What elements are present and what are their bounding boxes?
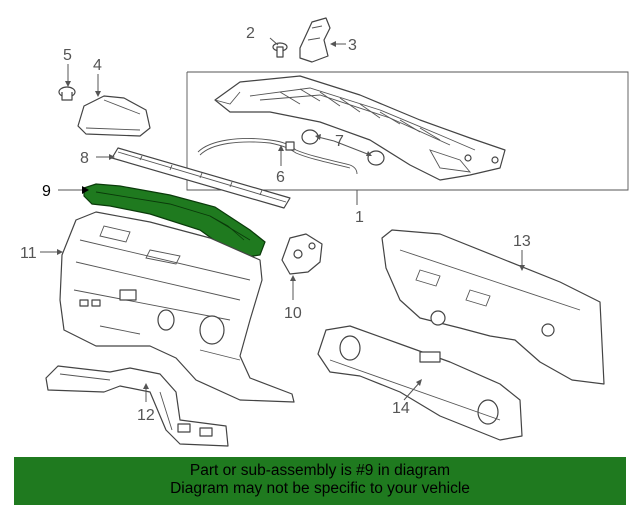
- banner-line-1: Part or sub-assembly is #9 in diagram: [189, 462, 451, 479]
- callout-10: 10: [284, 305, 302, 322]
- callout-3: 3: [348, 37, 357, 54]
- cowl-assembly-box: [186, 71, 629, 205]
- callout-13: 13: [513, 233, 531, 250]
- callout-6: 6: [276, 169, 285, 186]
- part-11-dash-panel[interactable]: [59, 211, 295, 403]
- callout-14: 14: [392, 400, 410, 417]
- callout-1: 1: [355, 209, 364, 226]
- banner-line-2: Diagram may not be specific to your vehi…: [170, 480, 470, 497]
- part-6-washer-hose[interactable]: [197, 138, 358, 175]
- callout-5: 5: [63, 47, 72, 64]
- part-1-cowl-panel[interactable]: [214, 75, 506, 181]
- info-banner: Part or sub-assembly is #9 in diagram Di…: [14, 457, 626, 505]
- part-10-bracket[interactable]: [281, 233, 323, 275]
- leader-lines: [40, 37, 525, 402]
- callout-8: 8: [80, 150, 89, 167]
- callout-4: 4: [93, 57, 102, 74]
- part-7-washer-nozzles[interactable]: [301, 129, 385, 166]
- part-8-seal[interactable]: [111, 147, 291, 209]
- callout-labels: 1 2 3 4 5 6 7 8 9 10 11 12 13 14: [20, 25, 531, 424]
- part-2-clip[interactable]: [272, 42, 288, 58]
- part-4-cover[interactable]: [77, 95, 151, 137]
- callout-7: 7: [335, 133, 344, 150]
- part-13-insulator[interactable]: [381, 229, 605, 385]
- callout-11: 11: [20, 245, 37, 262]
- part-3-bracket[interactable]: [299, 17, 331, 63]
- part-5-clip[interactable]: [58, 86, 76, 101]
- parts-diagram: 1 2 3 4 5 6 7 8 9 10 11 12 13 14: [20, 17, 629, 447]
- part-12-lower-bar[interactable]: [45, 365, 229, 447]
- callout-9: 9: [42, 183, 51, 200]
- callout-2: 2: [246, 25, 255, 42]
- callout-12: 12: [137, 407, 155, 424]
